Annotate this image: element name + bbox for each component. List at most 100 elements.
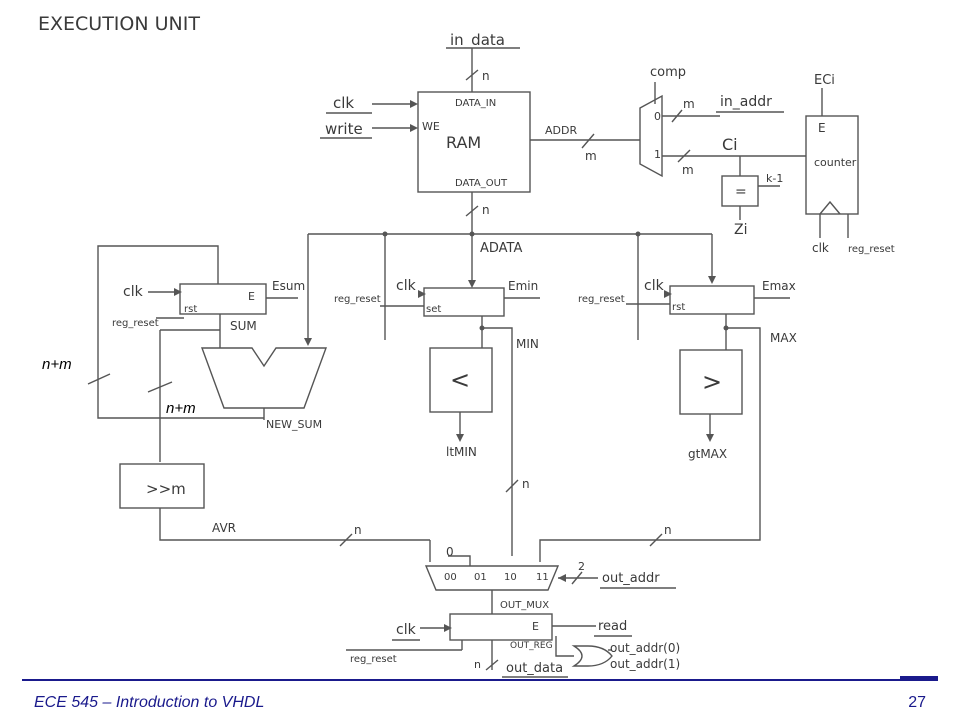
in-addr-width: m — [683, 97, 695, 111]
addr-mux-in1: 1 — [654, 148, 661, 161]
ci-width-tick — [677, 149, 691, 163]
mux-select-width-tick — [571, 571, 583, 585]
outreg-enable-label: read — [598, 619, 627, 634]
out-register — [449, 613, 553, 641]
lt-symbol: < — [450, 366, 470, 394]
diagram-title: EXECUTION UNIT — [38, 13, 200, 35]
sum-register — [179, 283, 267, 315]
adder — [200, 347, 328, 409]
sum-reset-label: reg_reset — [112, 318, 159, 329]
data-out-width: n — [482, 203, 490, 217]
outreg-name: OUT_REG — [510, 641, 553, 651]
ram-clk-label: clk — [333, 94, 354, 112]
max-port-rst: rst — [672, 302, 685, 313]
sum-clk-arrow — [174, 288, 182, 296]
mux-select-width: 2 — [578, 560, 585, 573]
sum-clk-label: clk — [123, 284, 144, 300]
addr-width: m — [585, 149, 597, 163]
outreg-port-e: E — [532, 620, 539, 633]
mux-in00-wire — [448, 555, 471, 566]
or-gate — [571, 645, 613, 667]
or-gate-out-wire — [555, 636, 574, 657]
sum-port-rst: rst — [184, 304, 197, 315]
sum-width-label-right: n+m — [166, 400, 196, 417]
lt-comparator — [429, 347, 493, 413]
mux-in00: 00 — [444, 572, 457, 583]
ram-write-label: write — [325, 120, 363, 138]
addr-width-tick — [581, 133, 595, 149]
gt-symbol: > — [702, 368, 722, 396]
ci-width: m — [682, 163, 694, 177]
counter-clock-edge — [819, 200, 841, 215]
gt-output-label: gtMAX — [688, 447, 727, 461]
min-reg-in-arrow — [468, 280, 476, 288]
shifter-block — [119, 463, 205, 509]
addr-mux-in0: 0 — [654, 110, 661, 123]
outreg-out-width: n — [474, 658, 481, 671]
or-in0-label: out_addr(0) — [610, 641, 680, 655]
adder-in-arrow — [304, 338, 312, 346]
avr-width-tick — [339, 533, 353, 547]
lt-output-label: ltMIN — [446, 445, 477, 459]
counter-port-e: E — [818, 121, 826, 135]
gt-comparator — [679, 349, 743, 415]
eq-const: k-1 — [766, 172, 783, 185]
new-sum-feedback — [97, 245, 264, 419]
footer-course-title: ECE 545 – Introduction to VHDL — [34, 694, 265, 711]
mux-select-arrow — [558, 574, 566, 582]
out-mux — [424, 565, 560, 591]
nm-right-tick — [147, 381, 173, 393]
ram-port-data-out: DATA_OUT — [455, 178, 508, 189]
nm-left-tick — [87, 373, 111, 385]
shifter-symbol: >>m — [146, 480, 186, 498]
ram-port-data-in: DATA_IN — [455, 98, 496, 109]
gt-out-arrow — [706, 434, 714, 442]
ram-in-data-label: in_data — [450, 31, 505, 50]
in-addr-width-tick — [671, 109, 683, 123]
ram-write-arrow — [410, 124, 418, 132]
min-width-tick — [505, 479, 519, 493]
max-clk-arrow — [664, 290, 672, 298]
max-reset-label: reg_reset — [578, 294, 625, 305]
max-clk-label: clk — [644, 278, 665, 294]
new-sum-label: NEW_SUM — [266, 418, 322, 431]
addr-mux — [639, 94, 663, 178]
sum-port-e: E — [248, 290, 255, 303]
min-clk-arrow — [418, 290, 426, 298]
addr-mux-select-label: comp — [650, 65, 686, 80]
ram-block — [417, 91, 531, 193]
zi-label: Zi — [734, 222, 747, 238]
min-reset-label: reg_reset — [334, 294, 381, 305]
footer-rule — [22, 679, 938, 681]
min-register — [423, 287, 505, 317]
in-addr-label: in_addr — [720, 94, 772, 110]
outreg-clk-label: clk — [396, 622, 417, 638]
page-number: 27 — [908, 694, 926, 711]
outreg-out-width-tick — [485, 659, 499, 671]
max-width-tick — [649, 533, 663, 547]
mux-in01: 01 — [474, 572, 487, 583]
outreg-reset-label: reg_reset — [350, 654, 397, 665]
lt-out-arrow — [456, 434, 464, 442]
in-data-width-tick — [465, 69, 479, 81]
min-enable-label: Emin — [508, 279, 538, 293]
sum-enable-label: Esum — [272, 279, 305, 293]
outreg-clk-arrow — [444, 624, 452, 632]
ram-port-we: WE — [422, 120, 440, 133]
min-output-label: MIN — [516, 337, 539, 351]
min-clk-label: clk — [396, 278, 417, 294]
min-to-mux — [482, 327, 513, 556]
max-enable-label: Emax — [762, 279, 796, 293]
sum-output-label: SUM — [230, 319, 257, 333]
or-in1-label: out_addr(1) — [610, 657, 680, 671]
mux-in11: 11 — [536, 572, 549, 583]
ram-name: RAM — [446, 133, 481, 152]
counter-clk-label: clk — [812, 241, 829, 255]
max-width: n — [664, 523, 672, 537]
counter-block — [805, 115, 859, 215]
out-data-label: out_data — [506, 661, 563, 676]
avr-width: n — [354, 523, 362, 537]
counter-enable-label: ECi — [814, 73, 835, 88]
data-out-width-tick — [465, 205, 479, 217]
